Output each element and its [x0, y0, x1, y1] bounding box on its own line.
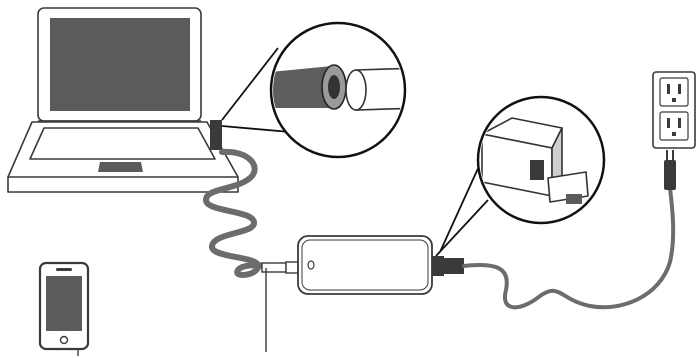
- dc-plug-near-adapter: [261, 261, 299, 274]
- laptop-icon: [7, 7, 239, 193]
- dc-connector-zoom-icon: [221, 21, 407, 159]
- coiled-cable: [203, 148, 293, 278]
- laptop-trackpad: [98, 162, 143, 172]
- laptop-screen: [50, 18, 190, 111]
- wall-outlet-icon: [652, 71, 696, 149]
- adapter-led: [307, 260, 315, 270]
- smartphone-icon: [38, 261, 90, 351]
- laptop-dc-port: [210, 120, 222, 150]
- ac-power-cord: [462, 186, 676, 310]
- power-adapter-icon: [297, 235, 464, 295]
- laptop-keyboard: [29, 127, 216, 160]
- adapter-port-zoom-icon: [435, 95, 606, 257]
- phone-screen: [46, 276, 82, 331]
- ac-plug-icon: [664, 150, 676, 190]
